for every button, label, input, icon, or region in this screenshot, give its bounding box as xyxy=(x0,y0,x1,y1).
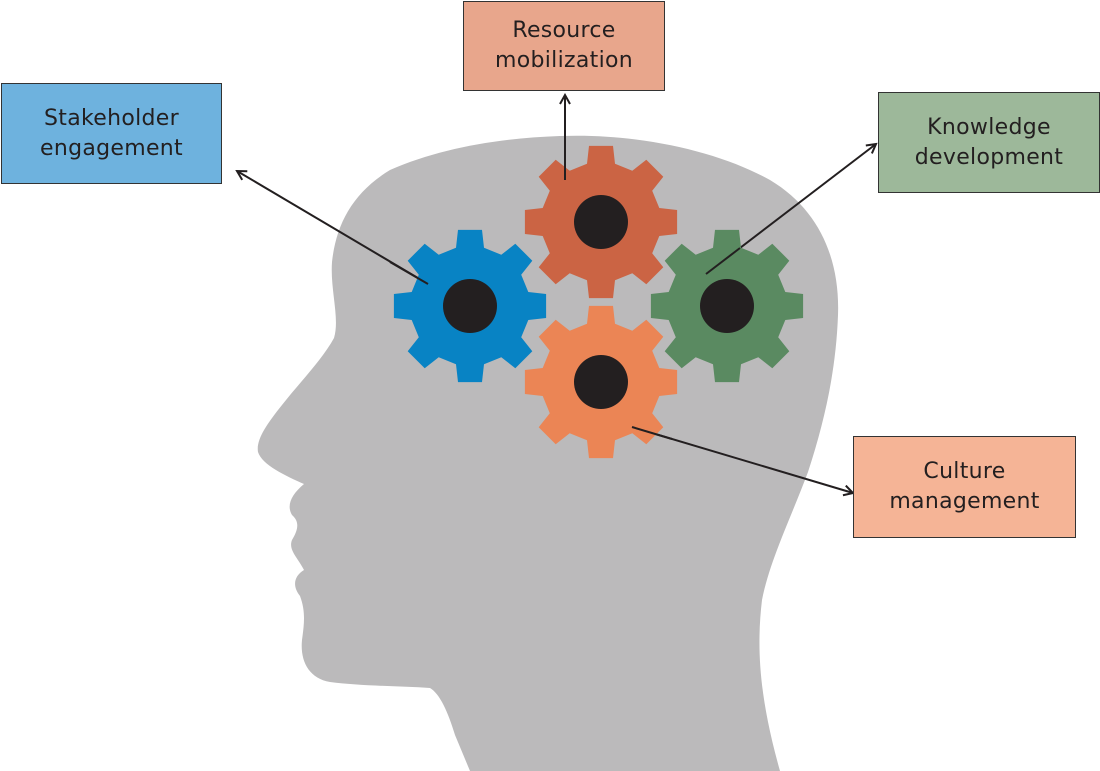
gear-orange-hub xyxy=(574,355,628,409)
resource-line1: Resource xyxy=(512,18,616,43)
gear-red xyxy=(524,145,678,299)
gear-blue-hub xyxy=(443,279,497,333)
knowledge-line1: Knowledge xyxy=(927,114,1051,140)
gear-orange xyxy=(524,305,678,459)
resource-mobilization-box: Resource mobilization xyxy=(463,1,665,91)
arrow-culture-tail xyxy=(631,426,673,440)
stakeholder-line1: Stakeholder xyxy=(44,105,179,131)
knowledge-development-box: Knowledge development xyxy=(878,92,1100,193)
arrow-stakeholder-tail xyxy=(389,261,429,285)
stakeholder-line2: engagement xyxy=(40,135,183,161)
resource-line2: mobilization xyxy=(495,48,633,73)
gear-green-hub xyxy=(700,279,754,333)
gear-blue xyxy=(393,229,547,383)
gear-green xyxy=(650,229,804,383)
stakeholder-engagement-box: Stakeholder engagement xyxy=(1,83,222,184)
gear-red-hub xyxy=(574,195,628,249)
culture-line1: Culture xyxy=(923,459,1006,484)
knowledge-line2: development xyxy=(914,144,1064,170)
culture-management-box: Culture management xyxy=(853,436,1076,538)
arrow-knowledge-tail xyxy=(705,247,741,275)
culture-line2: management xyxy=(889,489,1040,514)
